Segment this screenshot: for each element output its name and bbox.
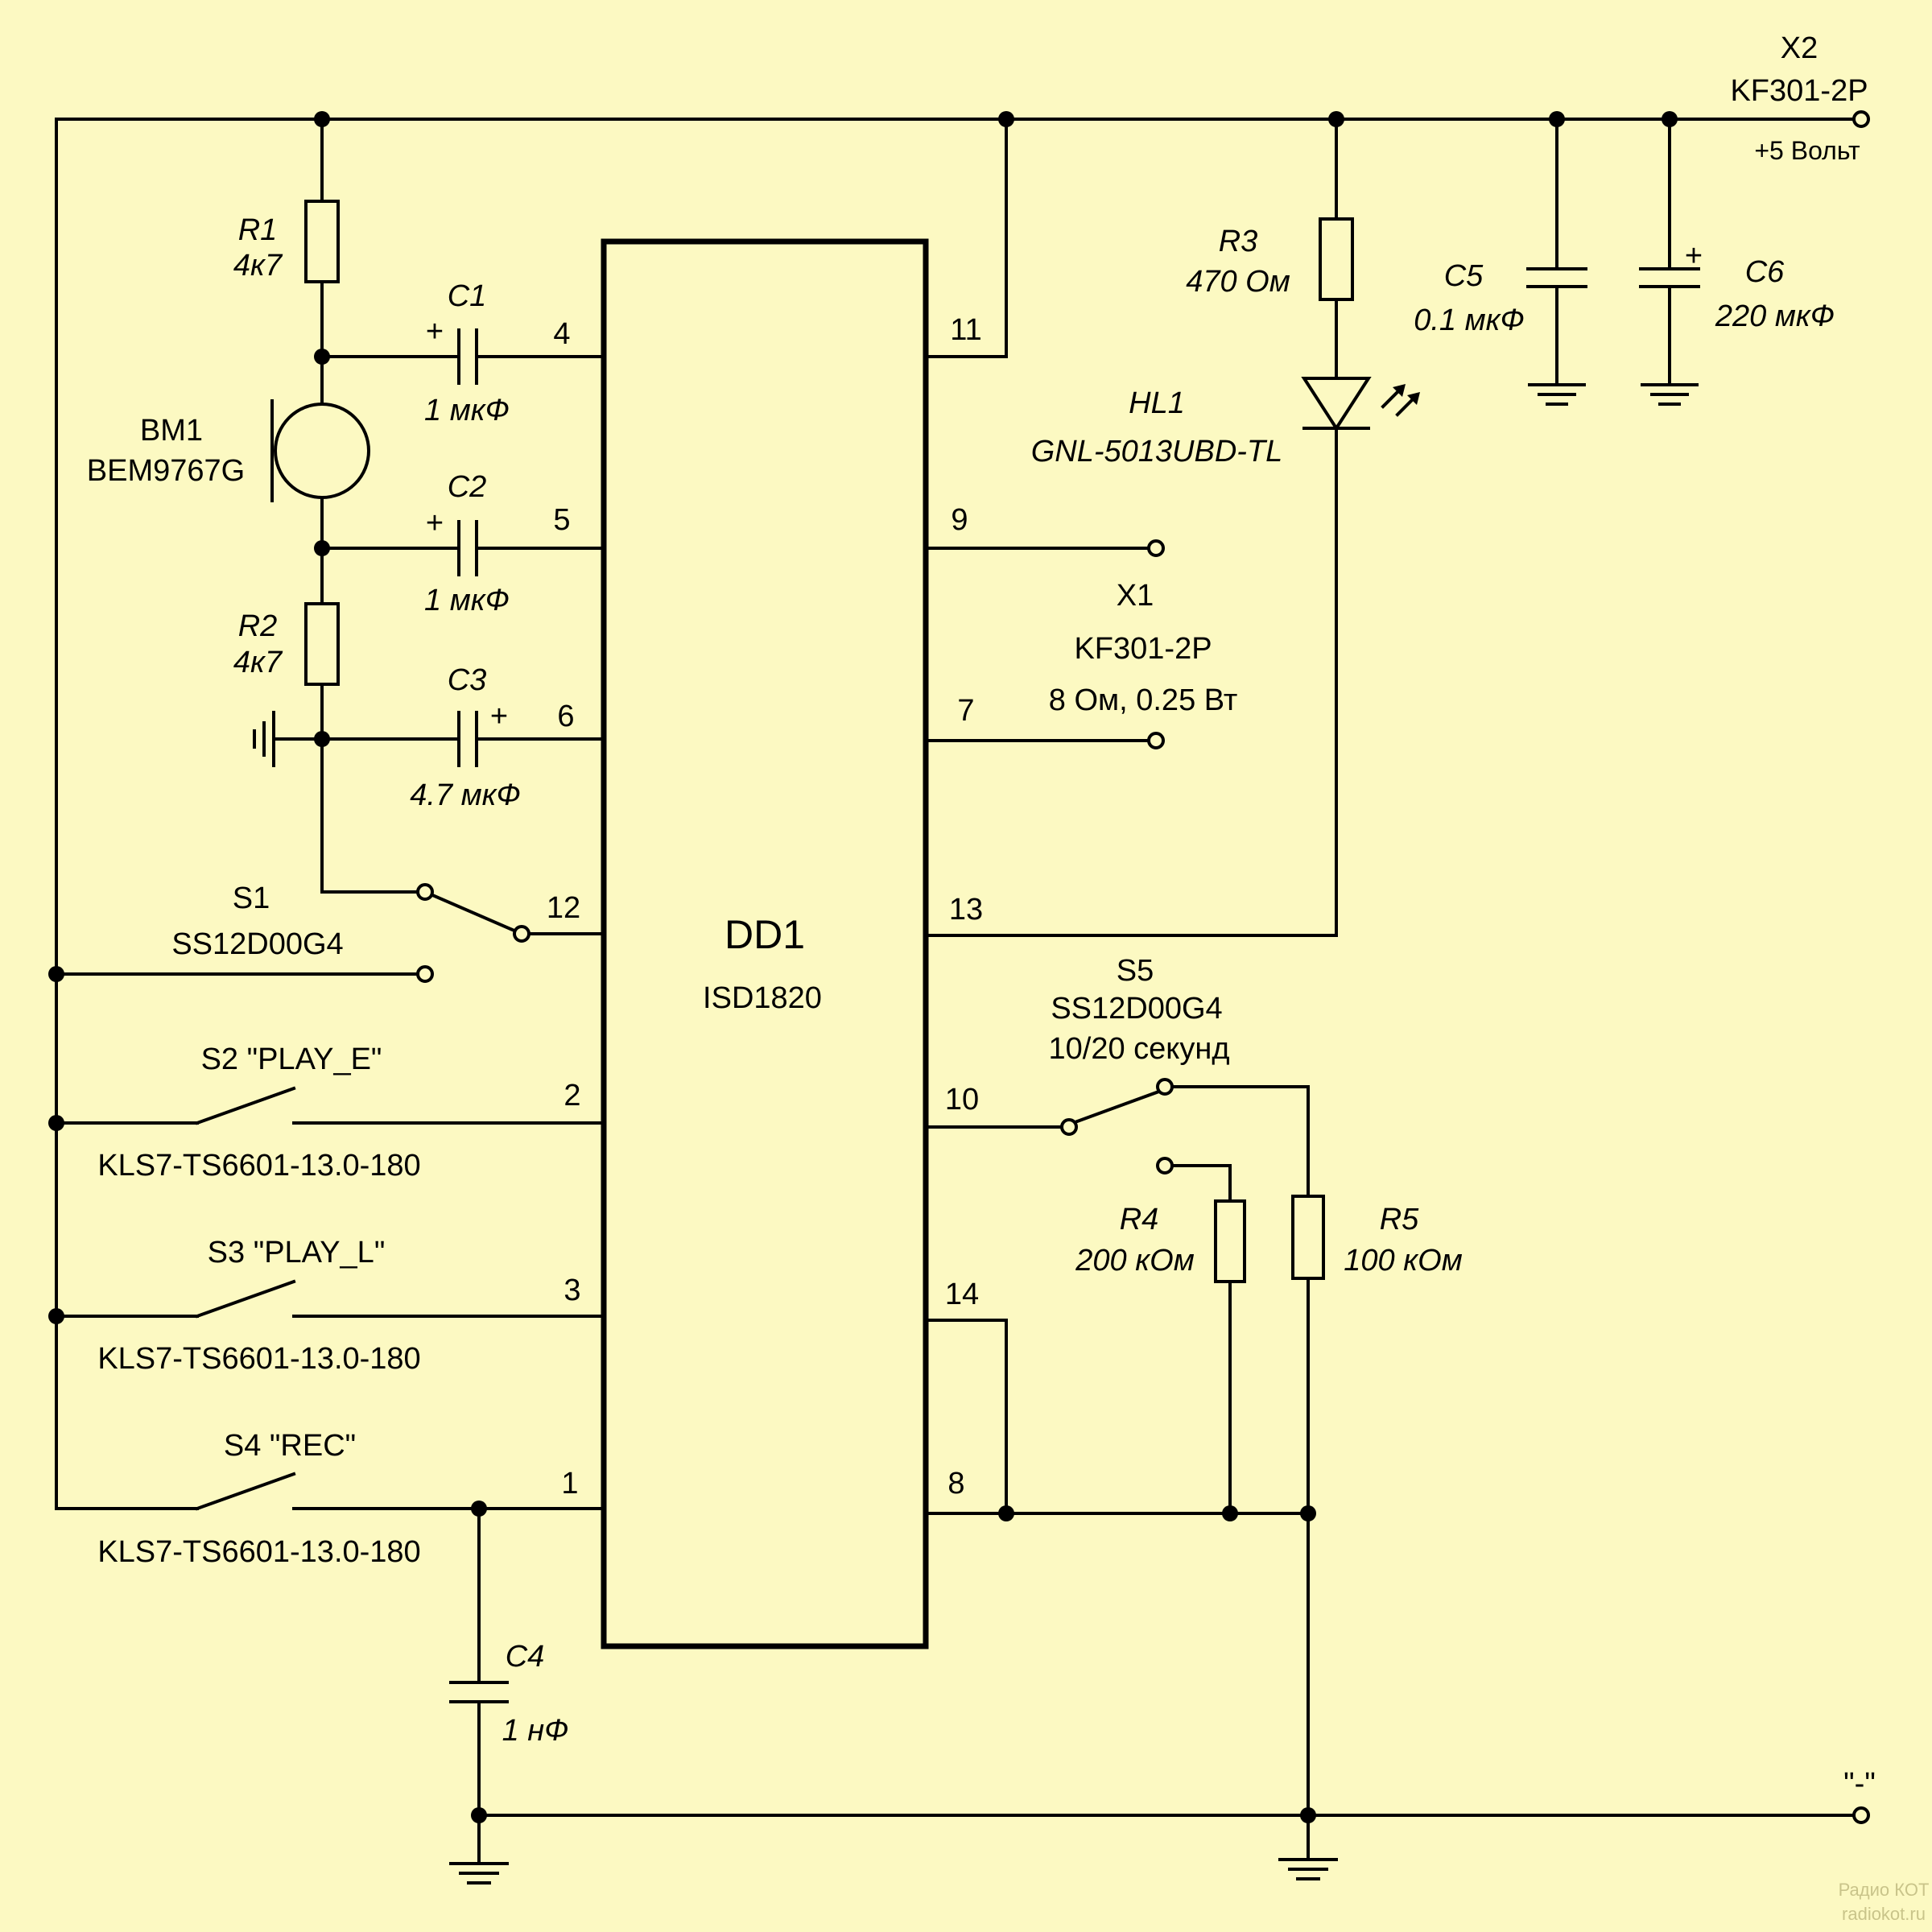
x1-ref: X1: [1117, 579, 1154, 613]
pin-number: 10: [945, 1083, 979, 1117]
r4-ref: R4: [1120, 1203, 1159, 1236]
r5-value: 100 кОм: [1344, 1244, 1463, 1278]
c1-value: 1 мкФ: [424, 394, 510, 427]
c2-value: 1 мкФ: [424, 584, 510, 617]
resistor-r5: [1291, 1195, 1325, 1280]
c1-plus: +: [426, 315, 444, 349]
pin-numbers: 4 5 6 12 2 3 1 11 9 7 13 10 14 8: [547, 313, 983, 1501]
c2-plus: +: [426, 506, 444, 540]
s5-ref: S5: [1117, 954, 1154, 988]
microphone-bm1: [270, 399, 370, 502]
wires: [55, 118, 1857, 1865]
resistor-r1: [304, 200, 340, 283]
resistor-r2: [304, 602, 340, 686]
resistor-r4: [1214, 1199, 1246, 1283]
pin-number: 13: [949, 893, 983, 927]
ground-symbol: [1278, 1858, 1338, 1880]
s3-ref: S3 "PLAY_L": [208, 1236, 386, 1269]
bm1-ref: BM1: [140, 414, 203, 448]
c5-value: 0.1 мкФ: [1414, 303, 1525, 337]
capacitor-c2: [457, 520, 478, 576]
r1-ref: R1: [238, 213, 278, 247]
pin-number: 6: [557, 700, 574, 733]
c4-ref: C4: [506, 1640, 545, 1674]
watermark-name: Радио КОТ: [1839, 1880, 1930, 1900]
pin-number: 1: [561, 1467, 578, 1501]
c3-value: 4.7 мкФ: [410, 778, 521, 812]
pin-number: 11: [950, 313, 981, 347]
c1-ref: C1: [448, 279, 487, 313]
c6-plus: +: [1685, 239, 1703, 273]
watermark-url: radiokot.ru: [1842, 1904, 1926, 1924]
s5-note: 10/20 секунд: [1049, 1032, 1230, 1066]
c3-plus: +: [490, 700, 508, 733]
s5-part: SS12D00G4: [1051, 992, 1222, 1026]
capacitor-c5: [1526, 267, 1587, 288]
r5-ref: R5: [1380, 1203, 1419, 1236]
capacitor-c1: [457, 328, 478, 385]
s3-part: KLS7-TS6601-13.0-180: [97, 1342, 420, 1376]
pin-number: 4: [553, 317, 570, 351]
ground-symbol: [1641, 383, 1699, 406]
r3-value: 470 Ом: [1186, 265, 1290, 299]
chip-ref: DD1: [724, 912, 805, 957]
r2-ref: R2: [238, 609, 278, 643]
chip-body: [601, 238, 929, 1649]
r4-value: 200 кОм: [1075, 1244, 1195, 1278]
capacitor-c3: [457, 711, 478, 767]
pin-number: 7: [957, 694, 974, 728]
c4-value: 1 нФ: [502, 1714, 569, 1748]
bm1-part: BEM9767G: [87, 454, 245, 488]
pin-number: 3: [564, 1274, 580, 1307]
hl1-ref: HL1: [1129, 386, 1185, 420]
pin-number: 14: [945, 1278, 979, 1311]
x2-ref: X2: [1781, 31, 1818, 65]
r1-value: 4к7: [233, 249, 283, 283]
junction-dots: [48, 111, 1678, 1823]
c3-ref: C3: [448, 663, 487, 697]
x2-part: KF301-2P: [1730, 74, 1868, 108]
chip-part: ISD1820: [703, 981, 822, 1015]
c6-ref: C6: [1745, 255, 1785, 289]
s2-ref: S2 "PLAY_E": [201, 1042, 382, 1076]
pin-number: 5: [553, 503, 570, 537]
capacitor-c4: [449, 1681, 509, 1703]
c5-ref: C5: [1444, 259, 1484, 293]
r2-value: 4к7: [233, 646, 283, 679]
c2-ref: C2: [448, 470, 487, 504]
s1-part: SS12D00G4: [171, 927, 343, 961]
pin-number: 12: [547, 891, 580, 925]
r3-ref: R3: [1219, 225, 1258, 258]
minus-label: "-": [1843, 1767, 1876, 1801]
resistor-r3: [1319, 217, 1354, 301]
pin-number: 8: [947, 1467, 964, 1501]
terminals: [416, 110, 1870, 1824]
ground-symbol: [449, 1862, 509, 1885]
s4-part: KLS7-TS6601-13.0-180: [97, 1535, 420, 1569]
s4-ref: S4 "REC": [224, 1429, 356, 1463]
pin-number: 2: [564, 1079, 580, 1113]
x1-part: KF301-2P: [1074, 632, 1212, 666]
pin-number: 9: [951, 503, 968, 537]
ground-symbol: [253, 711, 275, 767]
x1-spec: 8 Ом, 0.25 Вт: [1049, 683, 1238, 717]
ground-symbol: [1528, 383, 1586, 406]
x2-spec: +5 Вольт: [1754, 136, 1860, 165]
capacitor-c6: [1639, 267, 1700, 288]
hl1-part: GNL-5013UBD-TL: [1031, 435, 1283, 469]
c6-value: 220 мкФ: [1715, 299, 1835, 333]
led-hl1: [1301, 377, 1420, 431]
s1-ref: S1: [233, 881, 270, 915]
s2-part: KLS7-TS6601-13.0-180: [97, 1149, 420, 1183]
